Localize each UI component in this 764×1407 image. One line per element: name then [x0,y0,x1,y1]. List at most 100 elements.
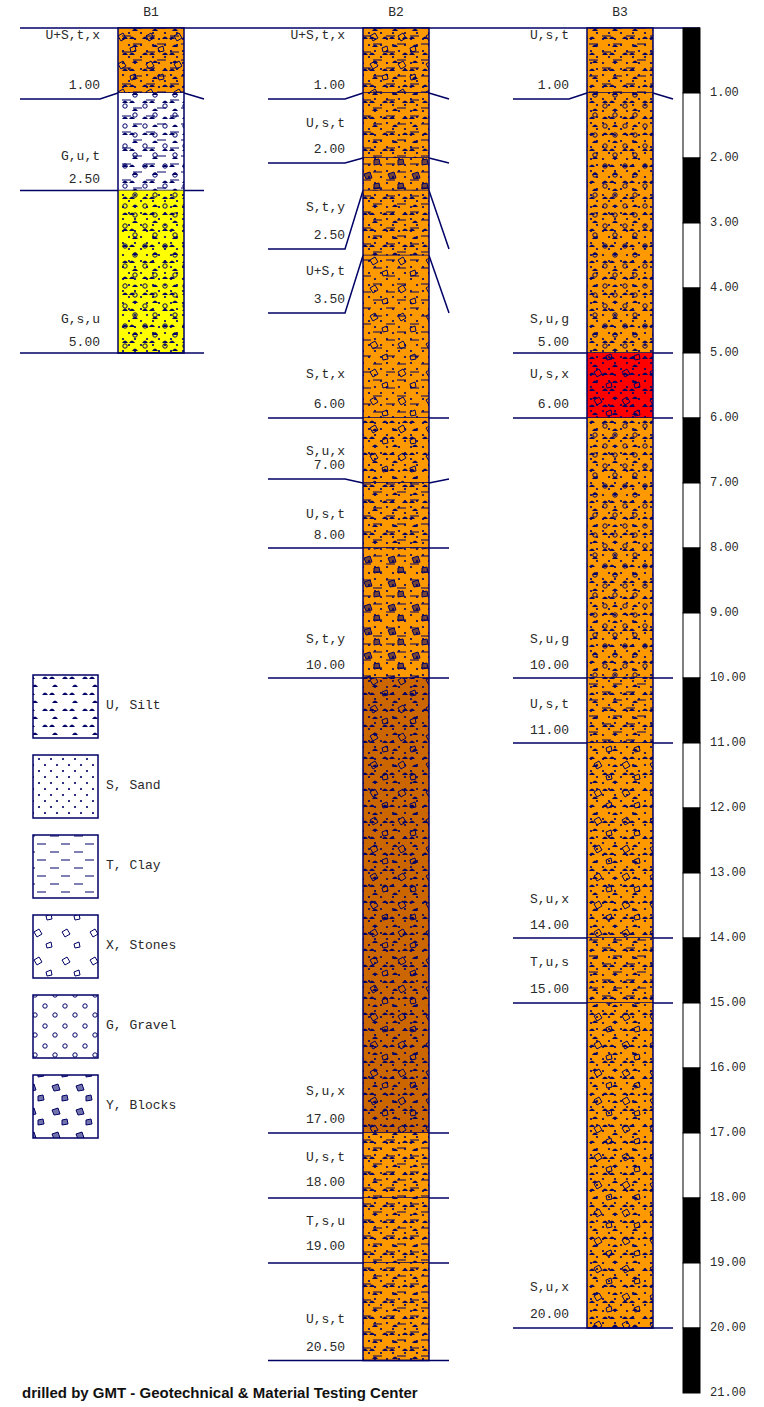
soil-hatch [587,678,653,743]
depth-leader [268,417,363,419]
layer-depth: 2.50 [314,229,345,243]
depth-tick [429,1360,449,1362]
legend-swatches [33,675,98,1138]
scale-segment [683,28,700,93]
soil-code: S,t,x [306,368,345,382]
soil-hatch [363,28,429,93]
soil-hatch [363,191,429,256]
depth-tick [653,417,673,419]
depth-leader [268,1197,363,1199]
layer-depth: 17.00 [306,1113,345,1127]
layer-depth: 11.00 [530,724,569,738]
soil-hatch [363,1263,429,1361]
soil-hatch [587,743,653,938]
borehole-name: B3 [612,6,628,20]
soil-hatch [587,678,653,743]
depth-tick [653,352,673,354]
depth-tick [429,93,449,99]
soil-hatch [363,483,429,548]
depth-leader [20,352,118,354]
layer-depth: 15.00 [530,983,569,997]
soil-hatch [587,1003,653,1328]
soil-hatch [363,678,429,1133]
scale-segment [683,873,700,938]
layer-depth: 10.00 [530,659,569,673]
soil-hatch [363,678,429,1133]
soil-hatch [587,743,653,938]
scale-segment [683,158,700,223]
soil-layer [118,93,184,191]
blocks-hatch [33,1075,98,1138]
borehole-column [118,28,184,353]
depth-leader [268,1262,363,1264]
depth-tick [429,479,449,483]
depth-leader [268,479,363,483]
layer-depth: 2.00 [314,143,345,157]
soil-layer [587,743,653,938]
scale-segment [683,1068,700,1133]
soil-hatch [363,28,429,93]
soil-hatch [363,1198,429,1263]
soil-hatch [363,158,429,191]
scale-depth: 19.00 [710,1256,746,1270]
scale-depth: 6.00 [710,411,739,425]
layer-depth: 19.00 [306,1240,345,1254]
soil-hatch [118,28,184,93]
soil-code: S,u,x [530,893,569,907]
depth-tick [184,352,204,354]
soil-hatch [363,1198,429,1263]
soil-code: U,s,x [530,368,569,382]
legend-text: Y, Blocks [106,1099,176,1113]
layer-depth: 7.00 [314,459,345,473]
scale-depth: 13.00 [710,866,746,880]
soil-hatch [587,93,653,353]
soil-layer [587,418,653,678]
layer-depth: 1.00 [314,79,345,93]
soil-layer [587,93,653,353]
layer-depth: 1.00 [69,79,100,93]
scale-depth: 10.00 [710,671,746,685]
depth-leader [513,1002,587,1004]
scale-segment [683,418,700,483]
scale-depth: 7.00 [710,476,739,490]
depth-leader [268,191,363,250]
stones-hatch [33,915,98,978]
soil-layer [363,678,429,1133]
soil-hatch [587,938,653,1003]
soil-code: U,s,t [530,698,569,712]
soil-hatch [587,353,653,418]
soil-code: G,u,t [61,150,100,164]
scale-depth: 12.00 [710,801,746,815]
soil-hatch [363,548,429,678]
layer-depth: 20.50 [306,1341,345,1355]
scale-depth: 2.00 [710,151,739,165]
depth-leader [268,547,363,549]
scale-segment [683,483,700,548]
soil-hatch [363,678,429,1133]
soil-code: U,s,t [306,1313,345,1327]
soil-code: U+S,t [306,265,345,279]
soil-hatch [363,158,429,191]
legend-text: X, Stones [106,939,176,953]
soil-hatch [118,28,184,93]
soil-code: S,u,x [306,1085,345,1099]
soil-hatch [363,548,429,678]
scale-depth: 4.00 [710,281,739,295]
soil-hatch [363,191,429,256]
scale-segment [683,1198,700,1263]
layer-depth: 14.00 [530,919,569,933]
scale-segment [683,678,700,743]
soil-hatch [587,353,653,418]
soil-layer [363,548,429,678]
scale-segment [683,743,700,808]
soil-hatch [363,1263,429,1361]
soil-code: U+S,t,x [45,29,100,43]
depth-tick [429,1132,449,1134]
soil-hatch [118,191,184,354]
legend-swatch [33,675,98,738]
soil-hatch [363,418,429,483]
depth-leader [268,93,363,99]
soil-hatch [363,158,429,191]
soil-hatch [363,256,429,419]
sand-hatch [33,755,98,818]
